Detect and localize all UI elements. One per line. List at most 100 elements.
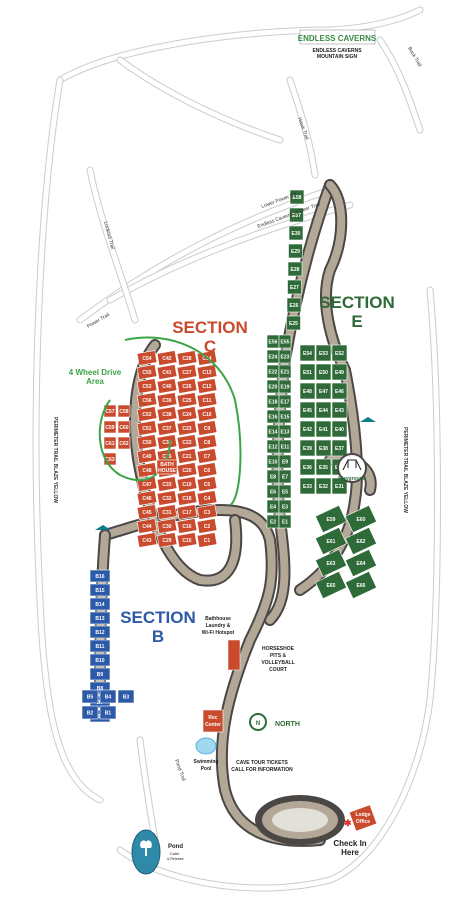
- campsite-label: C9: [204, 426, 211, 432]
- bathhouse-c: [156, 459, 178, 475]
- campsite-label: C8: [204, 440, 211, 446]
- campsite-e5: [278, 484, 292, 499]
- campsite-label: C33: [162, 482, 171, 488]
- campsite-c60: [117, 420, 131, 434]
- campsite-e64: [345, 548, 377, 578]
- section-b-title-2: B: [152, 627, 164, 646]
- campsite-c22: [176, 434, 198, 450]
- campsite-e17: [278, 394, 292, 409]
- campsite-label: B1: [105, 710, 112, 716]
- campsite-label: E39: [303, 446, 312, 452]
- swimming-pool-label-2: Pool: [201, 766, 212, 772]
- campsite-e48: [299, 382, 316, 400]
- campsite-label: E28: [291, 267, 300, 273]
- campsite-label: C31: [162, 510, 171, 516]
- campsite-label: E12: [269, 444, 278, 450]
- campsite-label: E23: [281, 354, 290, 360]
- campsite-e51: [299, 363, 316, 381]
- endless-caverns-sign: [299, 29, 376, 45]
- campsite-c19: [176, 476, 198, 492]
- campsite-label: E19: [281, 384, 290, 390]
- campsite-label: C15: [182, 538, 191, 544]
- campsite-label: C39: [162, 398, 171, 404]
- campsite-e35: [315, 458, 332, 476]
- campsite-label: C20: [182, 468, 191, 474]
- campsite-label: C60: [119, 425, 128, 431]
- swimming-pool: [195, 737, 217, 755]
- four-wheel-drive-label-1: 4 Wheel Drive: [69, 368, 122, 377]
- campsite-e32: [315, 477, 332, 495]
- horseshoe-label-1: HORSESHOE: [262, 646, 295, 652]
- campsite-label: E7: [282, 474, 288, 480]
- campsite-e3: [278, 499, 292, 514]
- campsite-label: B13: [95, 616, 104, 622]
- campsite-label: E64: [357, 561, 366, 567]
- campsite-e37: [331, 439, 348, 457]
- campsite-label: E3: [282, 504, 288, 510]
- campsite-label: C43: [142, 538, 151, 544]
- campsite-e28: [287, 261, 303, 277]
- campsite-label: E50: [319, 370, 328, 376]
- campsite-label: C25: [182, 398, 191, 404]
- campsite-c58: [117, 404, 131, 418]
- bathhouse-main: [227, 639, 241, 671]
- campsite-c26: [176, 378, 198, 394]
- campsite-c42: [156, 350, 178, 366]
- pond-trail-label: Pond Trail: [173, 759, 186, 782]
- campsite-b5: [81, 689, 99, 704]
- cave-tour-label-1: CAVE TOUR TICKETS: [236, 760, 288, 766]
- campsite-e30: [288, 225, 304, 241]
- campsite-e58: [289, 189, 305, 205]
- campsite-label: C5: [204, 482, 211, 488]
- campsite-label: C23: [182, 426, 191, 432]
- campsite-c31: [156, 504, 178, 520]
- campsite-c21: [176, 448, 198, 464]
- campsite-label: E60: [357, 517, 366, 523]
- campsite-label: E41: [319, 427, 328, 433]
- campsite-label: E9: [282, 459, 288, 465]
- campsite-label: C18: [182, 496, 191, 502]
- campsite-c41: [156, 364, 178, 380]
- campsite-e44: [315, 401, 332, 419]
- buck-trail-label: Buck Trail: [406, 46, 422, 68]
- campsite-label: E44: [319, 408, 328, 414]
- campsite-label: E36: [303, 465, 312, 471]
- campsite-e7: [278, 469, 292, 484]
- campsite-label: E43: [335, 408, 344, 414]
- horseshoe-label-3: VOLLEYBALL: [261, 660, 294, 666]
- campsite-c52: [136, 406, 158, 422]
- rec-center-label-2: Center: [205, 722, 221, 728]
- campsite-label: E4: [270, 504, 276, 510]
- campsite-label: C7: [204, 454, 211, 460]
- campsite-e62: [345, 526, 377, 556]
- campsite-label: C44: [142, 524, 151, 530]
- campsite-label: E17: [281, 399, 290, 405]
- campsite-label: B11: [96, 644, 105, 650]
- campsite-label: C51: [142, 426, 151, 432]
- campsite-c1: [196, 532, 218, 548]
- campsite-e1: [278, 514, 292, 529]
- campsite-e29: [288, 243, 303, 259]
- campsite-label: E10: [269, 459, 278, 465]
- campsite-e54: [299, 344, 316, 362]
- campsite-c8: [196, 434, 218, 450]
- campsite-c37: [156, 420, 178, 436]
- campsite-c13: [196, 364, 218, 380]
- campsite-label: E11: [281, 444, 290, 450]
- campsite-label: C30: [162, 524, 171, 530]
- campsite-e60: [345, 504, 377, 534]
- campsite-c16: [176, 518, 198, 534]
- campsite-label: E56: [269, 339, 278, 345]
- campsite-label: E26: [290, 303, 299, 309]
- four-wheel-drive-label-2: Area: [86, 377, 104, 386]
- campsite-c36: [156, 434, 178, 450]
- campsite-e50: [315, 363, 332, 381]
- campsite-label: E66: [357, 583, 366, 589]
- campsite-c3: [196, 504, 218, 520]
- campsite-label: E14: [269, 429, 278, 435]
- campsite-label: E49: [335, 370, 344, 376]
- campsite-c11: [196, 392, 218, 408]
- campsite-e31: [331, 477, 348, 495]
- bathhouse-label-3: Wi-Fi Hotspot: [202, 630, 235, 636]
- campsite-c20: [176, 462, 198, 478]
